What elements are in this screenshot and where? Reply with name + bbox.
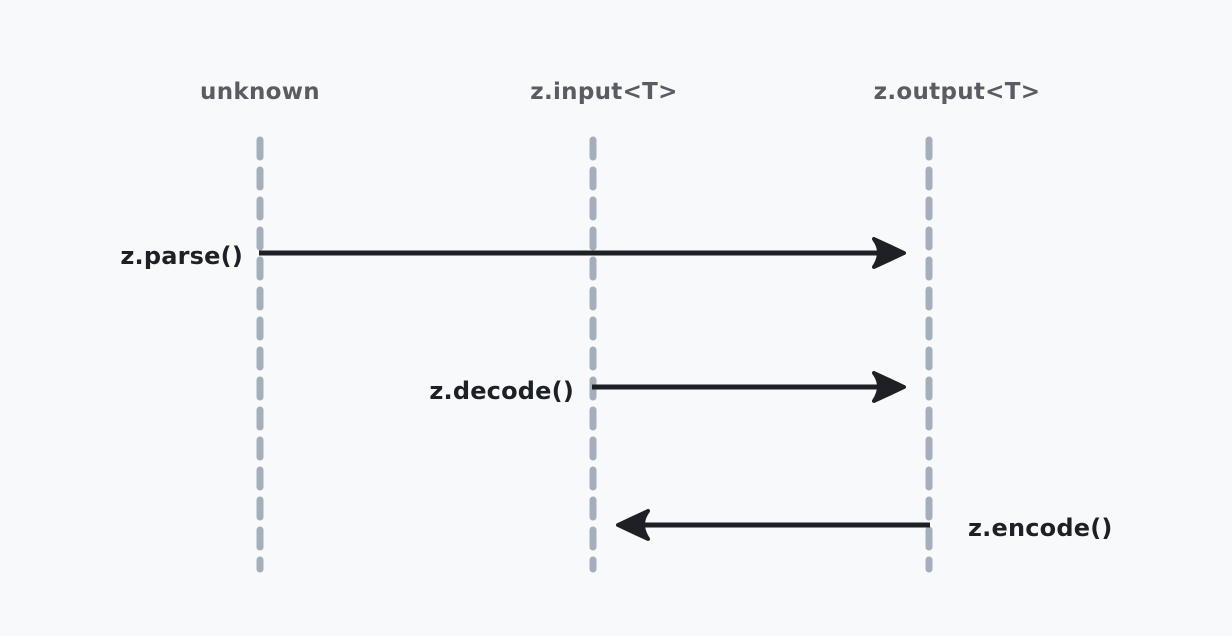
message-decode-arrowhead	[872, 371, 906, 403]
message-parse-arrowhead	[872, 237, 906, 269]
participant-label-z-output: z.output<T>	[874, 79, 1041, 105]
message-parse-label: z.parse()	[120, 242, 243, 270]
message-decode-label: z.decode()	[429, 377, 574, 405]
participant-label-z-input: z.input<T>	[530, 79, 677, 105]
message-parse: z.parse()	[120, 237, 906, 270]
participant-label-unknown: unknown	[200, 79, 320, 105]
message-decode: z.decode()	[429, 371, 906, 405]
message-encode-label: z.encode()	[968, 514, 1113, 542]
participant-labels-group: unknown z.input<T> z.output<T>	[200, 79, 1040, 105]
lifelines-group	[256, 136, 933, 573]
message-encode: z.encode()	[616, 509, 1113, 542]
message-encode-arrowhead	[616, 509, 650, 541]
